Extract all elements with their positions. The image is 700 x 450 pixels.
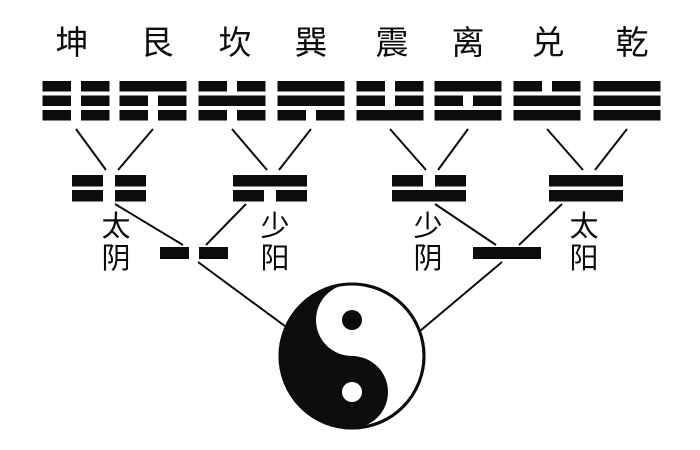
connector-kan-shaoyang (231, 128, 268, 171)
trigram-name-xun: 巽 (294, 26, 328, 62)
yin-line-bar-right (115, 190, 146, 202)
yin-line-bar-right (276, 190, 307, 202)
symbols-layer (42, 81, 661, 259)
yin-line-bar-left (42, 81, 71, 92)
yang-line-bar (356, 110, 424, 121)
connector-yang-taiji (419, 261, 503, 332)
yin-line-bar-right (473, 95, 502, 106)
sixiang-label-shaoyin: 少阴 (413, 211, 443, 275)
yang-line-bar (392, 190, 466, 202)
yin-line-bar-right (316, 110, 345, 121)
yin-line-bar-left (119, 95, 148, 106)
yin-line-bar-left (72, 190, 103, 202)
yin-line-bar-left (277, 110, 306, 121)
sixiang-label-taiyin: 太阴 (101, 211, 131, 275)
yin-line-bar-left (513, 81, 542, 92)
yang-line-bar (473, 247, 541, 259)
trigram-symbol-kun (42, 81, 110, 121)
trigram-name-gen: 艮 (140, 26, 174, 62)
connector-dui-taiyang (546, 128, 584, 171)
trigram-name-li: 离 (451, 26, 485, 62)
yin-line-bar-right (395, 95, 424, 106)
trigram-name-zhen: 震 (375, 26, 409, 62)
liangyi-symbol-yin (160, 247, 228, 259)
trigram-symbol-zhen (356, 81, 424, 121)
trigram-name-dui: 兑 (531, 26, 565, 62)
trigram-symbol-xun (277, 81, 345, 121)
sixiang-symbol-shaoyang (233, 175, 307, 202)
yin-line-bar-left (356, 95, 385, 106)
yang-line-bar (593, 110, 661, 121)
yin-line-bar-right (435, 175, 466, 187)
taiji-yin-dot (342, 310, 362, 330)
yang-line-bar (434, 110, 502, 121)
yang-line-bar (593, 81, 661, 92)
yin-line-bar-right (158, 110, 187, 121)
sixiang-symbol-taiyin (72, 175, 146, 202)
yin-line-bar-left (392, 175, 423, 187)
sixiang-label-taiyang: 太阳 (569, 211, 599, 275)
yin-line-bar-left (42, 95, 71, 106)
trigram-name-kun: 坤 (55, 26, 89, 62)
yin-line-bar-left (233, 190, 264, 202)
yin-line-bar-right (81, 110, 110, 121)
yin-line-bar-left (198, 110, 227, 121)
yang-line-bar (233, 175, 307, 187)
connector-shaoyin-yang (434, 203, 497, 246)
yang-line-bar (513, 110, 581, 121)
connector-lines (75, 128, 628, 332)
trigram-name-qian: 乾 (615, 26, 649, 62)
connector-li-shaoyin (437, 128, 469, 171)
connector-shaoyang-yin (205, 203, 247, 246)
taiji-yang-dot (342, 382, 362, 402)
yang-line-bar (277, 95, 345, 106)
yin-line-bar-left (119, 110, 148, 121)
yang-line-bar (434, 81, 502, 92)
taiji-outline (278, 282, 426, 430)
yin-line-bar-right (552, 81, 581, 92)
yang-line-bar (593, 95, 661, 106)
connector-taiyang-yang (518, 203, 563, 246)
liangyi-symbol-yang (473, 247, 541, 259)
yin-line-bar-right (237, 110, 266, 121)
yang-line-bar (549, 190, 623, 202)
yin-line-bar-right (237, 81, 266, 92)
trigram-symbol-kan (198, 81, 266, 121)
trigram-symbol-gen (119, 81, 187, 121)
trigram-symbol-qian (593, 81, 661, 121)
yin-line-bar-left (434, 95, 463, 106)
trigram-symbol-li (434, 81, 502, 121)
yang-line-bar (549, 175, 623, 187)
trigram-symbol-dui (513, 81, 581, 121)
trigram-name-kan: 坎 (218, 26, 252, 62)
yang-line-bar (277, 81, 345, 92)
taiji-symbol (278, 282, 426, 430)
yin-line-bar-right (81, 95, 110, 106)
yin-line-bar-left (160, 247, 189, 259)
yin-line-bar-right (115, 175, 146, 187)
yin-line-bar-right (395, 81, 424, 92)
connector-yin-taiji (197, 261, 290, 330)
yin-line-bar-right (81, 81, 110, 92)
yin-line-bar-left (72, 175, 103, 187)
connector-xun-shaoyang (278, 128, 312, 171)
connector-gen-taiyin (117, 128, 154, 171)
yang-line-bar (513, 95, 581, 106)
sixiang-label-shaoyang: 少阳 (260, 211, 290, 275)
yang-line-bar (198, 95, 266, 106)
connector-taiyin-yin (114, 203, 184, 246)
yin-line-bar-left (198, 81, 227, 92)
connector-kun-taiyin (75, 128, 107, 171)
connector-zhen-shaoyin (389, 128, 427, 171)
yin-line-bar-right (199, 247, 228, 259)
sixiang-symbol-taiyang (549, 175, 623, 202)
yin-line-bar-left (42, 110, 71, 121)
yang-line-bar (119, 81, 187, 92)
connector-qian-taiyang (594, 128, 628, 171)
yin-line-bar-left (356, 81, 385, 92)
sixiang-symbol-shaoyin (392, 175, 466, 202)
yin-line-bar-right (158, 95, 187, 106)
